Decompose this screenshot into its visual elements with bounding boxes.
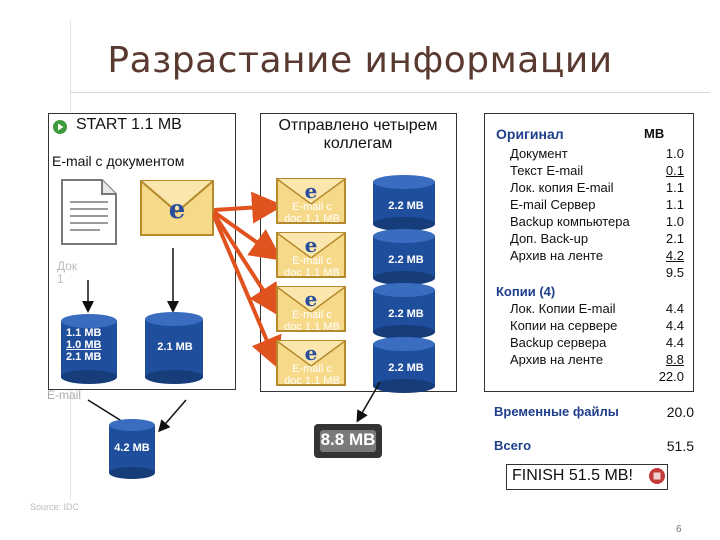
email-partial-label: E-mail: [47, 388, 82, 402]
mb-header: MB: [644, 126, 665, 141]
temp-files-label: Временные файлы: [494, 404, 619, 419]
send-arrows: [212, 191, 284, 370]
document-icon: [60, 178, 118, 251]
copies-row-value: 4.4: [665, 301, 684, 316]
original-total: 9.5: [665, 265, 684, 280]
copies-row-value: 8.8: [665, 352, 684, 367]
svg-text:e: e: [305, 341, 318, 365]
sent-header: Отправлено четырем коллегам: [278, 117, 438, 152]
tape-cartridge-icon: [314, 424, 382, 458]
tape-arrow: [356, 381, 381, 423]
email-doc-label: E-mail с документом: [52, 153, 185, 169]
email-envelope-icon: e: [140, 180, 214, 241]
backup-disk: [144, 311, 204, 390]
original-row-value: 1.0: [665, 146, 684, 161]
original-row-value: 1.1: [665, 197, 684, 212]
original-row-value: 1.0: [665, 214, 684, 229]
copies-row-name: Архив на ленте: [510, 352, 604, 367]
start-label: START 1.1 MB: [76, 116, 182, 133]
recipient-disk: [373, 175, 435, 231]
original-header: Оригинал: [496, 126, 564, 142]
email-envelope-icon: e: [276, 178, 346, 224]
recipient-disk-label: 2.2 MB: [388, 200, 424, 212]
envelope-caption: E-mail с doc 1.1 MB: [284, 255, 340, 279]
recipient-disk: [373, 337, 435, 393]
original-row-value: 4.2: [665, 248, 684, 263]
envelope-caption: E-mail с doc 1.1 MB: [284, 201, 340, 225]
computer-disk: [60, 313, 118, 390]
original-row-name: Доп. Back-up: [510, 231, 589, 246]
original-row-name: Текст E-mail: [510, 163, 584, 178]
copies-row-value: 4.4: [665, 318, 684, 333]
disk-value-2: 1.0 MB: [66, 339, 102, 351]
svg-text:e: e: [305, 179, 318, 203]
stop-icon: [649, 468, 665, 489]
envelope-caption: E-mail с doc 1.1 MB: [284, 363, 340, 387]
copies-row-name: Копии на сервере: [510, 318, 618, 333]
recipient-disk-label: 2.2 MB: [388, 362, 424, 374]
computer-disk-labels: 1.1 MB 1.0 MB 2.1 MB: [60, 327, 118, 363]
doc-partial-label: Док 1: [57, 259, 78, 286]
page-number: 6: [676, 524, 682, 535]
original-row-name: Backup компьютера: [510, 214, 630, 229]
archive-disk: [108, 418, 156, 485]
original-row-name: Архив на ленте: [510, 248, 604, 263]
backup-disk-label: 2.1 MB: [157, 341, 193, 353]
slide-decor-horizontal: [70, 92, 710, 93]
finish-label: FINISH 51.5 MB!: [512, 467, 633, 484]
copies-row-name: Backup сервера: [510, 335, 607, 350]
archive-disk-label: 4.2 MB: [114, 442, 150, 454]
play-icon: [53, 120, 67, 139]
finish-box: [506, 464, 668, 490]
copies-row-value: 4.4: [665, 335, 684, 350]
recipient-disk-label: 2.2 MB: [388, 254, 424, 266]
copies-row-name: Лок. Копии E-mail: [510, 301, 616, 316]
recipient-disk: [373, 283, 435, 339]
copies-header: Копии (4): [496, 284, 556, 299]
svg-text:e: e: [169, 195, 186, 225]
total-value: 51.5: [666, 438, 694, 454]
original-row-value: 0.1: [665, 163, 684, 178]
original-row-name: Лок. копия E-mail: [510, 180, 614, 195]
slide-title: Разрастание информации: [107, 40, 613, 81]
original-row-name: Документ: [510, 146, 568, 161]
recipient-disk: [373, 229, 435, 285]
copies-total: 22.0: [658, 369, 684, 384]
svg-text:e: e: [305, 287, 318, 311]
envelope-caption: E-mail с doc 1.1 MB: [284, 309, 340, 333]
source-label: Source: IDC: [30, 502, 80, 512]
recipient-disk-label: 2.2 MB: [388, 308, 424, 320]
original-row-value: 2.1: [665, 231, 684, 246]
email-envelope-icon: e: [276, 340, 346, 386]
original-row-name: E-mail Сервер: [510, 197, 596, 212]
right-panel: [484, 113, 694, 392]
total-label: Всего: [494, 438, 532, 453]
email-envelope-icon: e: [276, 286, 346, 332]
svg-text:e: e: [305, 233, 318, 257]
original-row-value: 1.1: [665, 180, 684, 195]
tape-label: 8.8 MB: [320, 430, 376, 449]
temp-files-value: 20.0: [666, 404, 694, 420]
disk-value-3: 2.1 MB: [66, 351, 102, 363]
email-envelope-icon: e: [276, 232, 346, 278]
disk-value-1: 1.1 MB: [66, 327, 102, 339]
